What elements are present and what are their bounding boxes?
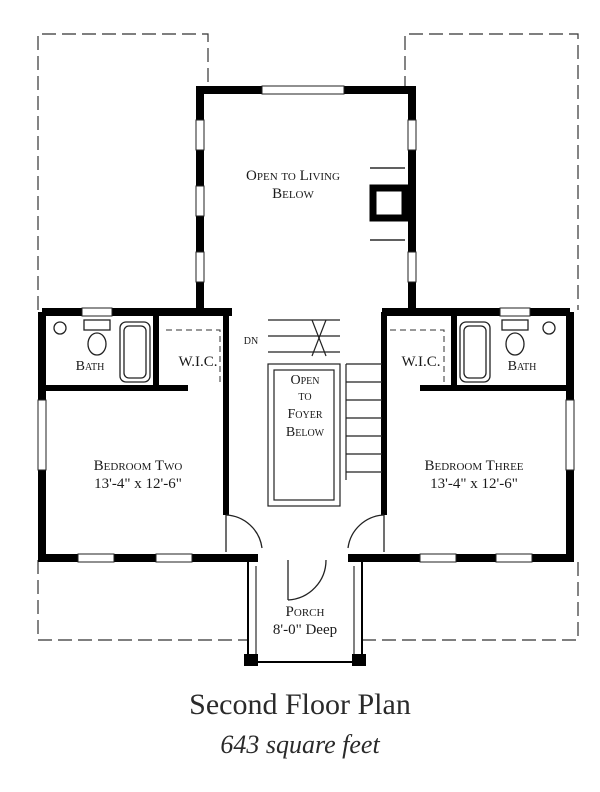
label-stair-down: DN: [244, 336, 258, 347]
label-bedroom-two-size: 13'-4" x 12'-6": [94, 476, 182, 492]
plan-title: Second Floor Plan: [189, 688, 411, 721]
porch: [244, 558, 366, 666]
label-bedroom-three: Bedroom Three: [424, 458, 523, 474]
label-bedroom-three-size: 13'-4" x 12'-6": [430, 476, 518, 492]
label-bedroom-two: Bedroom Two: [94, 458, 183, 474]
site-dashed-lines: [37, 33, 579, 641]
label-wic-right: W.I.C.: [401, 354, 440, 370]
stair: [267, 319, 382, 507]
floor-plan-drawing: Open to Living Below Bath W.I.C. Open to…: [37, 33, 579, 666]
chimney: [369, 167, 409, 241]
label-porch: Porch: [286, 604, 325, 620]
label-open-foyer-2: to: [298, 389, 311, 404]
plan-area: 643 square feet: [220, 730, 380, 759]
label-open-foyer-4: Below: [286, 425, 325, 440]
door-swings: [225, 514, 385, 601]
outer-wall-windows: [37, 307, 575, 563]
label-bath-left: Bath: [76, 359, 105, 374]
label-wic-left: W.I.C.: [178, 354, 217, 370]
interior-walls: [42, 312, 566, 515]
label-open-living-1: Open to Living: [246, 168, 340, 184]
living-volume-windows: [195, 85, 417, 283]
label-bath-right: Bath: [508, 359, 537, 374]
label-open-foyer-3: Foyer: [287, 407, 322, 422]
bath-fixtures-left: [53, 319, 151, 383]
label-open-living-2: Below: [272, 186, 314, 202]
label-porch-depth: 8'-0" Deep: [273, 622, 337, 638]
label-open-foyer-1: Open: [290, 373, 319, 388]
bath-fixtures-right: [459, 319, 556, 383]
closet-shelves: [166, 329, 445, 384]
